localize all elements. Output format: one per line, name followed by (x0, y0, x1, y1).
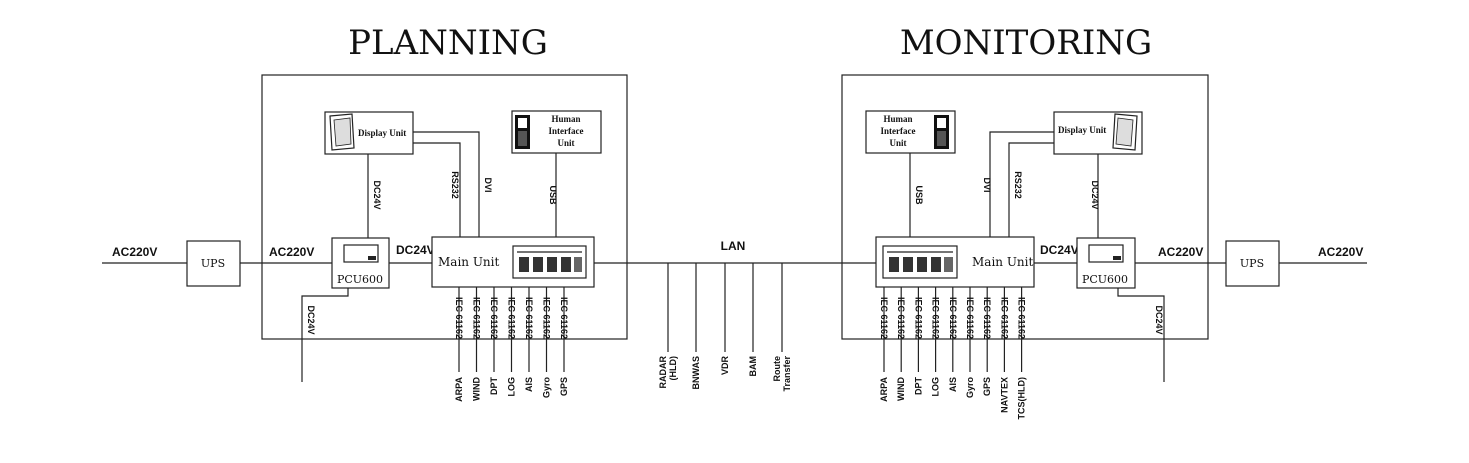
planning-iec-label: IEC 61162 (489, 297, 499, 339)
lan-drop-label: BNWAS (691, 356, 701, 390)
monitoring-sensor-label: LOG (931, 377, 941, 397)
planning-sensor-label: GPS (559, 377, 569, 396)
planning-ac-mid-label: AC220V (269, 245, 314, 259)
planning-iec-label: IEC 61162 (507, 297, 517, 339)
planning-hiu-line-2: Interface (549, 126, 584, 136)
monitoring-iec-label: IEC 61162 (931, 297, 941, 339)
monitoring-hiu-line-1: Human (883, 114, 912, 124)
monitoring-ac-mid-label: AC220V (1158, 245, 1203, 259)
planning-iec-label: IEC 61162 (542, 297, 552, 339)
monitoring-usb-label: USB (914, 185, 924, 205)
monitoring-iec-label: IEC 61162 (948, 297, 958, 339)
monitoring-sensor-label: DPT (913, 376, 923, 395)
planning-sensor-label: Gyro (542, 377, 552, 399)
monitoring-iec-label: IEC 61162 (982, 297, 992, 339)
planning-iec-label: IEC 61162 (524, 297, 534, 339)
monitoring-dvi-label: DVI (982, 177, 992, 192)
planning-rs232-label: RS232 (450, 171, 460, 199)
monitoring-iec-label: IEC 61162 (999, 297, 1009, 339)
planning-iec-label: IEC 61162 (472, 297, 482, 339)
lan-drop-label: Transfer (782, 356, 792, 392)
lan-drop-label: VDR (720, 356, 730, 376)
monitoring-rs232-label: RS232 (1013, 171, 1023, 199)
monitoring-dc-wire-label: DC24V (1090, 180, 1100, 209)
lan-drop-label: (HLD) (668, 356, 678, 381)
monitoring-keyboard-icon (934, 115, 949, 149)
monitoring-sensor-label: Gyro (965, 377, 975, 399)
planning-usb-label: USB (548, 185, 558, 205)
monitoring-monitor-icon (1112, 113, 1138, 151)
planning-sensor-label: DPT (489, 376, 499, 395)
planning-dc-main-label: DC24V (396, 243, 435, 257)
planning-pcu-label: PCU600 (337, 273, 383, 286)
monitoring-display-unit-label: Display Unit (1058, 125, 1106, 135)
planning-ac-in-label: AC220V (112, 245, 157, 259)
monitoring-hiu-line-3: Unit (889, 138, 906, 148)
planning-ups-box (186, 240, 241, 287)
monitoring-main-unit (875, 236, 1035, 288)
planning-keyboard-icon (515, 115, 530, 149)
monitoring-main-unit-label: Main Unit (972, 255, 1034, 269)
monitoring-main-unit-panel-icon (882, 245, 958, 279)
planning-sensor-label: LOG (507, 377, 517, 397)
planning-display-unit-label: Display Unit (358, 128, 406, 138)
planning-main-unit-panel-icon (512, 245, 587, 279)
planning-dc-lower-label: DC24V (306, 305, 316, 334)
lan-drop-label: Route (772, 356, 782, 382)
lan-drop-label: RADAR (658, 356, 668, 389)
planning-iec-label: IEC 61162 (454, 297, 464, 339)
planning-dc-wire-label: DC24V (372, 180, 382, 209)
monitoring-dc-main-label: DC24V (1040, 243, 1079, 257)
monitoring-iec-label: IEC 61162 (1017, 297, 1027, 339)
monitoring-sensor-label: WIND (896, 377, 906, 401)
monitoring-dc-lower-label: DC24V (1154, 305, 1164, 334)
planning-monitor-icon (329, 113, 355, 151)
planning-main-unit-label: Main Unit (438, 255, 500, 269)
planning-frame (261, 74, 628, 340)
planning-title: PLANNING (348, 23, 548, 63)
planning-sensor-label: ARPA (454, 377, 464, 402)
planning-hiu-line-3: Unit (557, 138, 574, 148)
planning-hiu-line-1: Human (551, 114, 580, 124)
planning-dvi-label: DVI (483, 177, 493, 192)
monitoring-hiu-line-2: Interface (881, 126, 916, 136)
monitoring-sensor-label: AIS (948, 377, 958, 392)
monitoring-sensor-label: NAVTEX (999, 377, 1009, 413)
lan-drop-label: BAM (748, 356, 758, 377)
monitoring-sensor-label: GPS (982, 377, 992, 396)
monitoring-ac-out-label: AC220V (1318, 245, 1363, 259)
monitoring-sensor-label: ARPA (879, 377, 889, 402)
monitoring-iec-label: IEC 61162 (896, 297, 906, 339)
planning-iec-label: IEC 61162 (559, 297, 569, 339)
planning-sensor-label: WIND (472, 377, 482, 401)
monitoring-pcu-box (1076, 237, 1136, 289)
monitoring-iec-label: IEC 61162 (965, 297, 975, 339)
monitoring-iec-label: IEC 61162 (913, 297, 923, 339)
monitoring-sensor-label: TCS(HLD) (1017, 377, 1027, 420)
monitoring-title: MONITORING (900, 23, 1152, 63)
planning-ups-label: UPS (201, 257, 225, 270)
monitoring-frame (841, 74, 1209, 340)
monitoring-ups-label: UPS (1240, 257, 1264, 270)
planning-sensor-label: AIS (524, 377, 534, 392)
monitoring-iec-label: IEC 61162 (879, 297, 889, 339)
monitoring-pcu-label: PCU600 (1082, 273, 1128, 286)
lan-label: LAN (721, 239, 746, 253)
